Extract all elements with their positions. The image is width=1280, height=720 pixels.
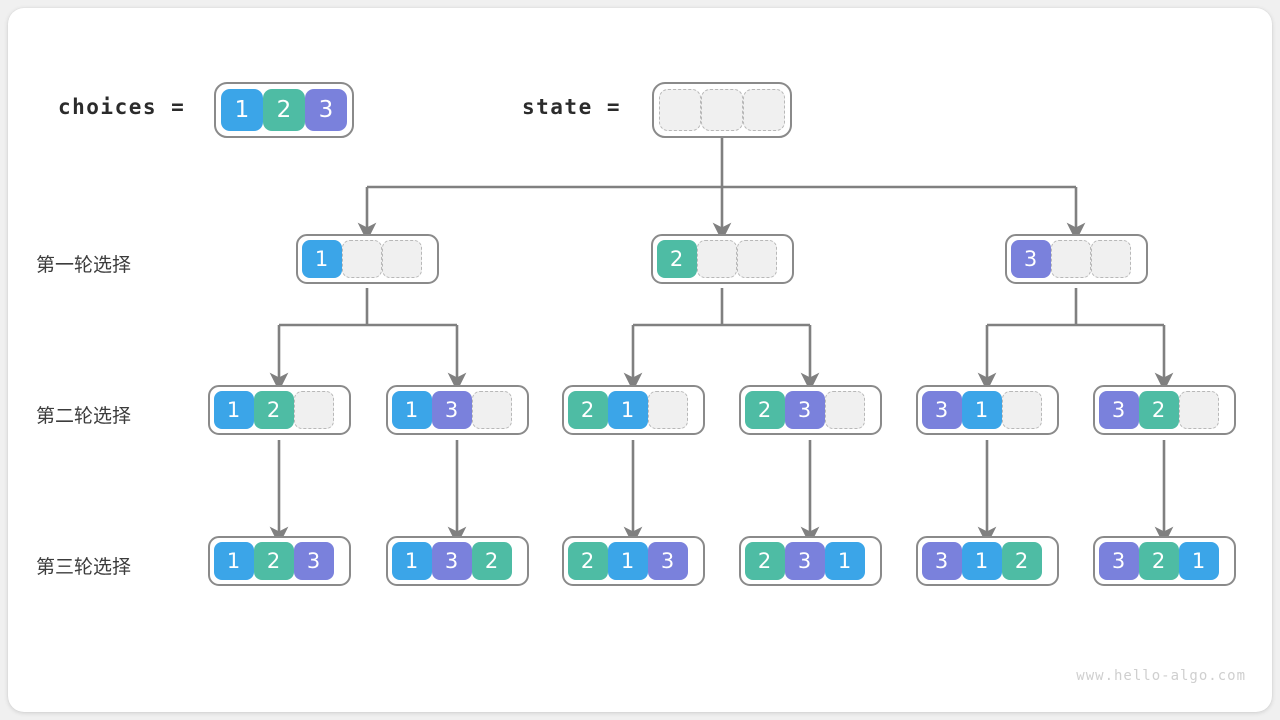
node-r3-n4-cell-1: 3 (784, 542, 825, 580)
state-array (652, 82, 792, 138)
node-r3-n2-cell-1: 3 (431, 542, 472, 580)
row-label-round-2: 第二轮选择 (36, 405, 132, 427)
node-r3-n3-cell-0: 2 (567, 542, 608, 580)
node-r3-n6-cell-1: 2 (1138, 542, 1179, 580)
state-cell-2 (743, 89, 785, 131)
choices-cell-2: 3 (305, 89, 347, 131)
node-r3-n4-cell-0: 2 (744, 542, 785, 580)
node-r3-n1-cell-0: 1 (213, 542, 254, 580)
choices-label: choices = (58, 95, 186, 119)
node-r2-n4-cell-2 (824, 391, 865, 429)
node-r1-n2-cell-0: 2 (656, 240, 697, 278)
node-r3-n1-cell-1: 2 (253, 542, 294, 580)
node-r1-n2-cell-1 (696, 240, 737, 278)
node-r2-n6-cell-1: 2 (1138, 391, 1179, 429)
node-r1-n2-cell-2 (736, 240, 777, 278)
node-r3-n5-cell-2: 2 (1001, 542, 1042, 580)
node-r3-n1-cell-2: 3 (293, 542, 334, 580)
node-r2-n2-cell-0: 1 (391, 391, 432, 429)
node-r3-n4-cell-2: 1 (824, 542, 865, 580)
watermark: www.hello-algo.com (1076, 668, 1246, 684)
node-r3-n3-cell-2: 3 (647, 542, 688, 580)
node-r3-n6-cell-2: 1 (1178, 542, 1219, 580)
node-r1-n1-cell-0: 1 (301, 240, 342, 278)
node-r1-n3-cell-2 (1090, 240, 1131, 278)
node-r1-n1-cell-1 (341, 240, 382, 278)
node-r3-n6-cell-0: 3 (1098, 542, 1139, 580)
node-r2-n5-cell-2 (1001, 391, 1042, 429)
node-r2-n1-cell-2 (293, 391, 334, 429)
node-r2-n6-cell-2 (1178, 391, 1219, 429)
node-r3-n2-cell-0: 1 (391, 542, 432, 580)
choices-cell-0: 1 (221, 89, 263, 131)
node-r2-n3-cell-0: 2 (567, 391, 608, 429)
node-r2-n1-cell-1: 2 (253, 391, 294, 429)
node-r3-n3-cell-1: 1 (607, 542, 648, 580)
choices-cell-1: 2 (263, 89, 305, 131)
node-r1-n3-cell-0: 3 (1010, 240, 1051, 278)
node-r2-n2-cell-1: 3 (431, 391, 472, 429)
node-r2-n5-cell-1: 1 (961, 391, 1002, 429)
node-r2-n2-cell-2 (471, 391, 512, 429)
node-r2-n1-cell-0: 1 (213, 391, 254, 429)
state-label: state = (522, 95, 622, 119)
node-r1-n2: 2 (650, 234, 794, 284)
node-r3-n5-cell-0: 3 (921, 542, 962, 580)
node-r3-n5-cell-1: 1 (961, 542, 1002, 580)
node-r1-n1: 1 (295, 234, 439, 284)
state-cell-0 (659, 89, 701, 131)
node-r2-n4-cell-1: 3 (784, 391, 825, 429)
row-label-round-1: 第一轮选择 (36, 254, 132, 276)
node-r2-n4-cell-0: 2 (744, 391, 785, 429)
node-r3-n2-cell-2: 2 (471, 542, 512, 580)
state-cell-1 (701, 89, 743, 131)
node-r2-n3-cell-1: 1 (607, 391, 648, 429)
node-r1-n3: 3 (1004, 234, 1148, 284)
node-r1-n3-cell-1 (1050, 240, 1091, 278)
row-label-round-3: 第三轮选择 (36, 556, 132, 578)
node-r2-n6-cell-0: 3 (1098, 391, 1139, 429)
node-r2-n3-cell-2 (647, 391, 688, 429)
node-r1-n1-cell-2 (381, 240, 422, 278)
node-r2-n5-cell-0: 3 (921, 391, 962, 429)
